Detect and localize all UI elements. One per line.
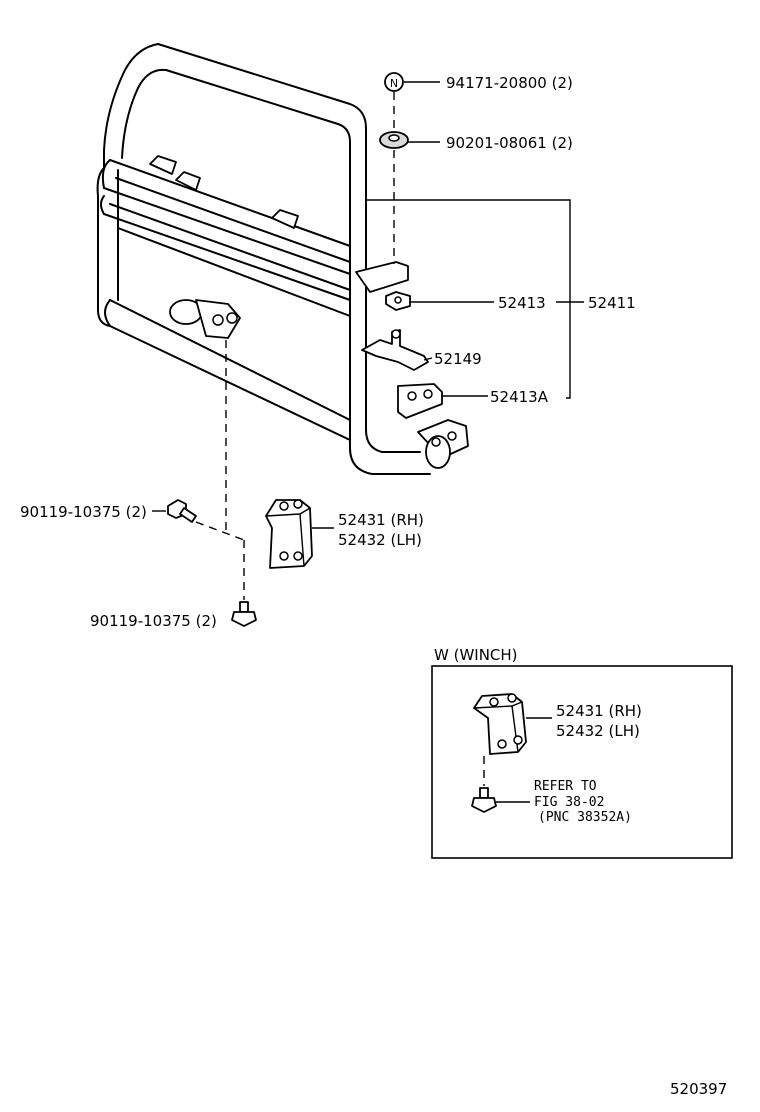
bolt-side-icon — [152, 499, 197, 523]
winch-refer-line1: REFER TO — [534, 779, 597, 794]
plate-52413A-icon — [397, 383, 488, 419]
label-52411: 52411 — [588, 294, 636, 312]
label-bolt-side: 90119-10375 (2) — [20, 503, 147, 521]
grille-guard — [96, 43, 469, 475]
spacer-52413-icon — [385, 291, 494, 311]
label-52413A: 52413A — [490, 388, 549, 406]
label-bracket-rh: 52431 (RH) — [338, 511, 424, 529]
figure-code: 520397 — [670, 1080, 727, 1098]
washer-icon — [379, 131, 440, 149]
winch-bracket-icon — [473, 693, 552, 755]
nut-symbol: N — [390, 77, 398, 90]
label-90201-08061: 90201-08061 (2) — [446, 134, 573, 152]
bracket-52431-icon — [265, 499, 334, 569]
label-52413: 52413 — [498, 294, 546, 312]
winch-bolt-icon — [471, 787, 530, 813]
bracket-52149-icon — [361, 329, 433, 371]
bolt-bottom-icon — [231, 601, 257, 627]
winch-label-bracket-rh: 52431 (RH) — [556, 702, 642, 720]
assembly-bracket-52411 — [366, 199, 584, 399]
label-bracket-lh: 52432 (LH) — [338, 531, 422, 549]
label-52149: 52149 — [434, 350, 482, 368]
winch-inset-frame — [431, 665, 733, 859]
label-bolt-bottom: 90119-10375 (2) — [90, 612, 217, 630]
winch-box-title: W (WINCH) — [434, 646, 518, 664]
nut-icon: N — [384, 72, 440, 92]
winch-refer-line3: (PNC 38352A) — [538, 810, 632, 825]
label-94171-20800: 94171-20800 (2) — [446, 74, 573, 92]
winch-refer-line2: FIG 38-02 — [534, 795, 604, 810]
winch-label-bracket-lh: 52432 (LH) — [556, 722, 640, 740]
